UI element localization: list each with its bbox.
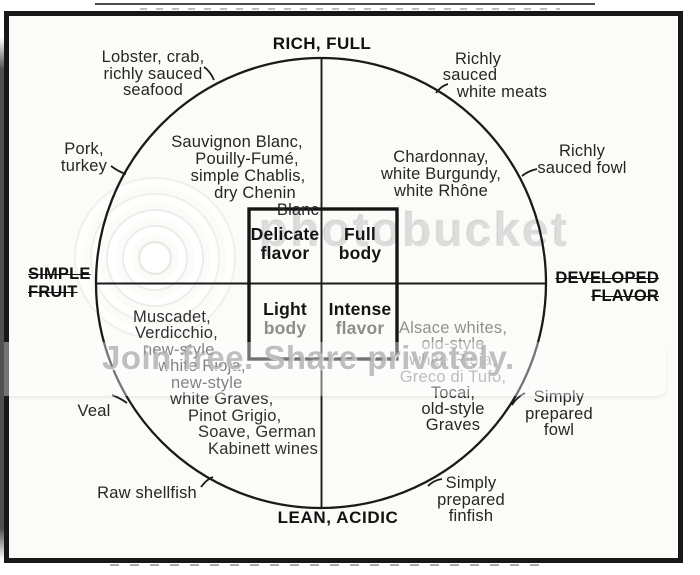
watermark-frosted-band bbox=[0, 342, 666, 396]
food-label-white-meats-line2: sauced bbox=[442, 66, 498, 84]
pointer-tick-pork bbox=[110, 165, 127, 175]
food-label-white-meats-line3: white meats bbox=[456, 83, 548, 101]
pointer-tick-richly-sauced-fowl bbox=[521, 168, 538, 177]
pointer-tick-lobster bbox=[203, 66, 215, 81]
wine-list-bottom-left-line: new-style bbox=[143, 341, 215, 359]
scan-artifact-top-line bbox=[95, 3, 595, 5]
wine-list-bottom-left-line: Pinot Grigio, bbox=[188, 407, 282, 425]
wine-list-bottom-left-line: Soave, German bbox=[198, 423, 317, 441]
wine-list-top-left-line: dry Chenin bbox=[214, 184, 296, 202]
wine-list-bottom-left-line: Verdicchio, bbox=[135, 324, 218, 342]
wine-list-bottom-left-line: new-style bbox=[171, 374, 243, 392]
wine-list-bottom-left-line: Kabinett wines bbox=[208, 440, 319, 458]
wine-list-top-left-line: Sauvignon Blanc, bbox=[171, 133, 303, 151]
wine-list-bottom-left-line: white Graves, bbox=[170, 390, 274, 408]
wine-list-top-left-line: Blanc bbox=[276, 201, 320, 219]
food-label-raw-shellfish: Raw shellfish bbox=[97, 484, 197, 502]
food-label-white-meats-line1: Richly bbox=[454, 50, 502, 68]
wine-list-bottom-left-line: Muscadet, bbox=[133, 308, 211, 326]
pointer-tick-raw-shellfish bbox=[200, 476, 214, 488]
pointer-tick-simply-prepared-fowl bbox=[511, 392, 526, 406]
pointer-tick-white-meats bbox=[435, 83, 449, 94]
pointer-tick-simply-prepared-finfish bbox=[427, 478, 443, 487]
matrix-square bbox=[247, 207, 399, 361]
scan-artifact-left-edge bbox=[0, 38, 4, 560]
scan-artifact-top-specks bbox=[140, 8, 560, 10]
wine-list-top-left-line: Pouilly-Fumé, bbox=[195, 150, 299, 168]
food-label-veal: Veal bbox=[77, 402, 111, 420]
wine-list-top-right: Chardonnay,white Burgundy,white Rhône bbox=[380, 148, 502, 200]
watermark-brand-text: photobucket bbox=[259, 204, 569, 257]
axis-label-lean-acidic: LEAN, ACIDIC bbox=[277, 508, 399, 527]
wine-list-top-left-line: simple Chablis, bbox=[190, 167, 306, 185]
pointer-tick-veal bbox=[111, 394, 128, 404]
scan-artifact-bottom-specks bbox=[110, 564, 540, 566]
wine-list-bottom-left-line: white Rioja, bbox=[158, 357, 246, 375]
food-label-pork-turkey: Pork,turkey bbox=[60, 140, 108, 175]
watermark-tagline-text: Join free. Share privately. bbox=[102, 339, 515, 376]
axis-label-rich-full: RICH, FULL bbox=[272, 34, 372, 53]
